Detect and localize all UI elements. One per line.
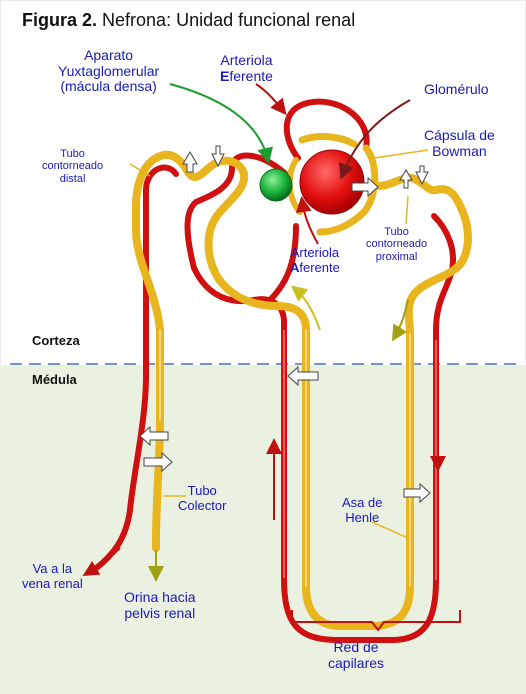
medulla-label: Médula: [32, 372, 77, 387]
pointer-distal: [129, 163, 151, 177]
arrow-right-descending: [403, 482, 431, 504]
label-aferente: Arteriola Aferente: [290, 245, 340, 275]
flow-arrow-ascending-top: [290, 285, 321, 331]
arrow-right-collector: [143, 451, 173, 473]
bowman-capsule-top: [298, 133, 358, 148]
arrow-left-collector: [139, 425, 169, 447]
label-glomerulo: Glomérulo: [424, 81, 489, 97]
capillary-proximal-link: [431, 213, 456, 273]
label-tubo-colector: Tubo Colector: [178, 483, 227, 513]
pointer-henle: [371, 521, 409, 539]
arrow-right-capsule: [351, 176, 379, 198]
tubule-main-path: [132, 150, 472, 630]
pointer-glomerulo: [338, 99, 411, 180]
label-capsula: Cápsula de Bowman: [424, 127, 495, 159]
label-aparato: Aparato Yuxtaglomerular (mácula densa): [58, 47, 160, 95]
flow-arrows: [139, 145, 431, 504]
pointer-capsula: [373, 149, 429, 159]
flow-arrow-proximal-down: [391, 299, 409, 342]
pointer-aparato: [169, 83, 273, 164]
cortex-label: Corteza: [32, 333, 80, 348]
afferent-arteriole-body: [267, 223, 299, 303]
label-asa-henle: Asa de Henle: [342, 495, 383, 525]
glomerulus: [299, 149, 365, 215]
label-eferente: Arteriola Eferente: [220, 52, 273, 84]
capillary-network: [91, 98, 456, 643]
macula-densa: [259, 168, 293, 202]
pointer-proximal: [405, 195, 409, 225]
capillary-bracket: [291, 610, 461, 632]
arrow-left-ascending: [287, 365, 319, 387]
label-orina: Orina hacia pelvis renal: [124, 589, 196, 621]
label-red-capilares: Red de capilares: [328, 639, 385, 671]
efferent-arteriole-loop: [283, 98, 370, 161]
flow-arrow-vein: [82, 547, 121, 577]
label-tubo-proximal: Tubo contorneado proximal: [366, 226, 428, 263]
arrow-down-proximal: [415, 165, 429, 186]
arrow-up-distal: [182, 151, 198, 173]
arrow-down-distal: [211, 145, 225, 168]
label-vena-renal: Va a la vena renal: [22, 561, 83, 591]
pointer-eferente: [255, 83, 287, 116]
figure-title: Figura 2. Nefrona: Unidad funcional rena…: [22, 10, 356, 30]
renal-tubule: [132, 133, 472, 630]
bowman-capsule-outer: [316, 144, 379, 236]
label-tubo-distal: Tubo contorneado distal: [42, 148, 104, 185]
arrow-up-proximal: [399, 169, 413, 189]
vein-to-renal-vein: [91, 164, 179, 573]
medulla-region: [0, 365, 526, 694]
peritubular-capillary-outer: [184, 152, 455, 643]
pointer-aferente: [295, 196, 319, 245]
